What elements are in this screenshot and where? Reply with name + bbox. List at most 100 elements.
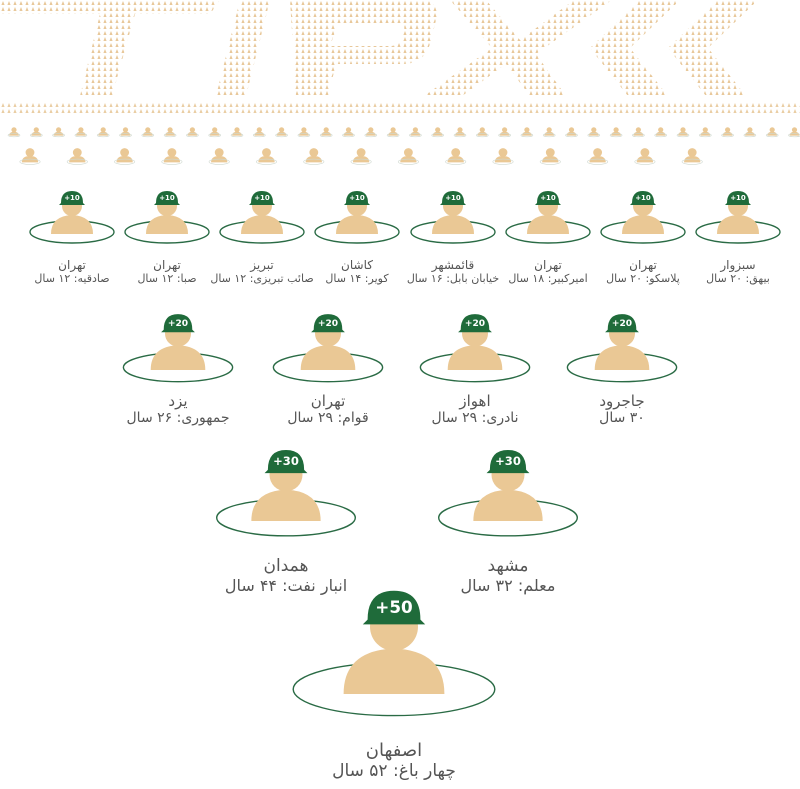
crowd-figure-icon <box>303 148 325 165</box>
cap-badge: +30 <box>273 454 299 468</box>
cap-icon <box>535 191 561 205</box>
person-body-icon <box>300 345 356 370</box>
city-label: یزد <box>168 392 188 410</box>
crowd-figure-icon <box>342 127 355 138</box>
person-tier10: +10 <box>124 191 210 244</box>
city-label: تهران <box>534 258 562 272</box>
duration-label: صبا: ۱۲ سال <box>137 272 197 285</box>
person-body-icon <box>251 489 321 521</box>
people-group: +10+10+10+10+10+10+10+10+20+20+20+20+30+… <box>29 191 781 717</box>
person-tier20: +20 <box>122 314 234 383</box>
city-label: سبزوار <box>720 258 756 272</box>
person-body-icon <box>432 215 474 234</box>
duration-label: خیابان بابل: ۱۶ سال <box>406 272 500 285</box>
person-tier10: +10 <box>410 191 496 244</box>
crowd-figure-icon <box>19 148 41 165</box>
person-tier30: +30 <box>215 450 357 537</box>
crowd-figure-icon <box>498 127 511 138</box>
cap-icon <box>249 191 275 205</box>
duration-label: انبار نفت: ۴۴ سال <box>224 576 348 595</box>
cap-icon <box>605 314 639 333</box>
person-body-icon <box>447 345 503 370</box>
crowd-figure-icon <box>632 127 645 138</box>
city-label: همدان <box>263 556 309 576</box>
duration-label: قوام: ۲۹ سال <box>287 410 369 426</box>
city-label: تهران <box>153 258 181 272</box>
crowd-figure-icon <box>743 127 757 138</box>
cap-badge: +20 <box>465 319 485 329</box>
crowd-figure-icon <box>208 127 221 138</box>
duration-label: چهار باغ: ۵۲ سال <box>332 761 456 781</box>
cap-icon <box>440 191 466 205</box>
crowd-figure-icon <box>431 127 445 138</box>
crowd-figure-icon <box>409 127 422 138</box>
crowd-figure-icon <box>698 127 712 138</box>
cap-icon <box>59 191 85 205</box>
crowd-figure-icon <box>654 127 668 138</box>
person-tier10: +10 <box>29 191 115 244</box>
person-tier20: +20 <box>566 314 678 383</box>
cap-icon <box>154 191 180 205</box>
crowd-figure-icon <box>539 148 561 165</box>
crowd-figure-icon <box>52 127 65 138</box>
cap-icon <box>161 314 195 333</box>
crowd-figure-icon <box>542 127 556 138</box>
duration-label: بیهق: ۲۰ سال <box>706 272 770 285</box>
crowd-figure-icon <box>230 127 244 138</box>
cap-icon <box>630 191 656 205</box>
city-label: جاجرود <box>599 392 645 410</box>
duration-label: صادقیه: ۱۲ سال <box>34 272 110 285</box>
person-body-icon <box>241 215 283 234</box>
crowd-figure-icon <box>386 127 400 138</box>
person-body-icon <box>336 215 378 234</box>
cap-icon <box>458 314 492 333</box>
person-body-icon <box>146 215 188 234</box>
person-body-icon <box>717 215 759 234</box>
crowd-figure-icon <box>364 127 378 138</box>
duration-label: جمهوری: ۲۶ سال <box>126 410 230 426</box>
crowd-figure-icon <box>587 127 601 138</box>
cap-badge: +10 <box>730 194 746 202</box>
cap-icon <box>362 590 426 625</box>
crowd-rows <box>7 127 800 165</box>
crowd-figure-icon <box>66 148 88 165</box>
person-tier10: +10 <box>505 191 591 244</box>
crowd-figure-icon <box>565 127 578 138</box>
crowd-figure-icon <box>397 148 419 165</box>
person-body-icon <box>527 215 569 234</box>
city-label: اصفهان <box>365 740 423 761</box>
city-label: تهران <box>58 258 86 272</box>
crowd-figure-icon <box>119 127 132 138</box>
cap-badge: +10 <box>349 194 365 202</box>
crowd-figure-icon <box>319 127 333 138</box>
person-body-icon <box>622 215 664 234</box>
duration-label: ۳۰ سال <box>599 410 645 426</box>
person-body-icon <box>594 345 650 370</box>
cap-badge: +30 <box>495 454 521 468</box>
crowd-figure-icon <box>609 127 623 138</box>
crowd-figure-icon <box>634 148 656 165</box>
cap-badge: +10 <box>254 194 270 202</box>
cap-badge: +20 <box>612 319 632 329</box>
crowd-figure-icon <box>681 148 703 165</box>
cap-badge: +10 <box>445 194 461 202</box>
person-body-icon <box>473 489 543 521</box>
crowd-figure-icon <box>7 127 21 138</box>
duration-label: صائب تبریزی: ۱۲ سال <box>210 272 314 285</box>
city-label: اهواز <box>459 392 491 410</box>
crowd-figure-icon <box>96 127 110 138</box>
crowd-figure-icon <box>141 127 155 138</box>
cap-badge: +10 <box>540 194 556 202</box>
crowd-figure-icon <box>74 127 88 138</box>
crowd-figure-icon <box>350 148 372 165</box>
